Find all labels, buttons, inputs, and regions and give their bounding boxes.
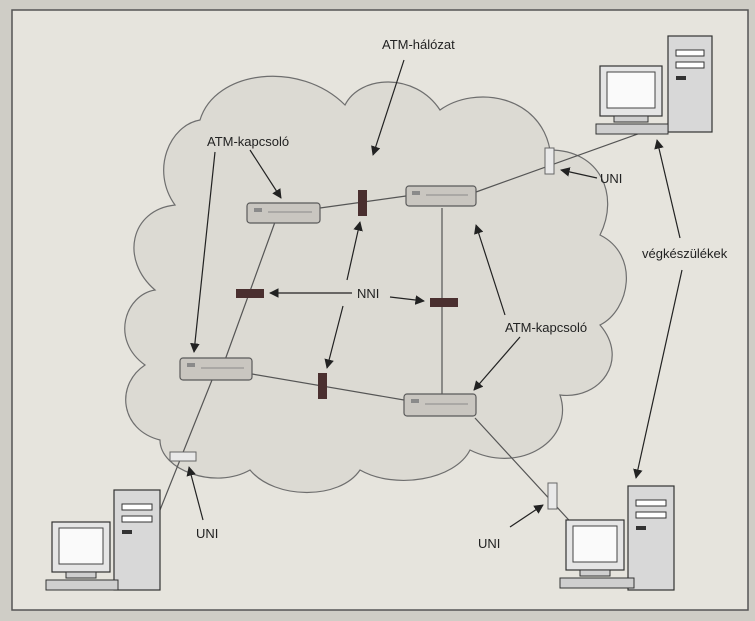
arrow-switch-right-b (473, 336, 521, 391)
atm-switch (179, 357, 253, 381)
atm-network-cloud (124, 75, 627, 494)
label-uni-bottom-right: UNI (478, 536, 500, 551)
arrow-uni-bottom-right (509, 504, 544, 528)
link-sw2-pc-top (475, 125, 661, 193)
atm-switch (246, 202, 321, 224)
nni-interface (318, 373, 327, 399)
arrow-switch-top-a (249, 149, 282, 199)
arrow-nni-down (324, 305, 344, 369)
computer-icon (45, 489, 161, 591)
label-atm-switch-right: ATM-kapcsoló (505, 320, 587, 335)
label-end-devices: végkészülékek (642, 246, 728, 261)
nni-interface (430, 298, 458, 307)
arrow-nni-right (389, 295, 425, 305)
nni-interface (236, 289, 264, 298)
uni-interface (169, 451, 197, 462)
arrow-uni-bottom-left (186, 466, 204, 521)
link-sw4-pc-bottom-right (474, 417, 579, 531)
arrow-switch-top-b (190, 151, 216, 353)
label-atm-switch-top: ATM-kapcsoló (207, 134, 289, 149)
arrow-network (371, 59, 405, 156)
arrow-switch-right-a (474, 224, 506, 316)
computer-icon (559, 485, 675, 591)
arrow-uni-top (560, 167, 598, 179)
nni-interface (358, 190, 367, 216)
arrow-end-devices-up (654, 139, 681, 239)
arrow-nni-up (346, 221, 363, 281)
atm-switch (403, 393, 477, 417)
arrow-end-devices-down (633, 269, 683, 479)
annotation-arrows (186, 59, 683, 528)
label-nni: NNI (357, 286, 379, 301)
label-uni-bottom-left: UNI (196, 526, 218, 541)
atm-switch (405, 185, 477, 207)
label-uni-top-right: UNI (600, 171, 622, 186)
link-sw3-sw4 (251, 373, 405, 401)
label-atm-network: ATM-hálózat (382, 37, 455, 52)
uni-interface (547, 482, 558, 510)
computer-icon (595, 35, 713, 135)
uni-interface (544, 147, 555, 175)
